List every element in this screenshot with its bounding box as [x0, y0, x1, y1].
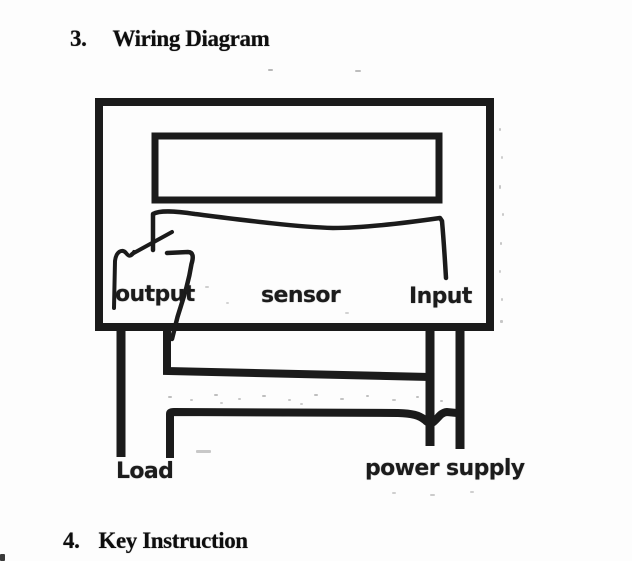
- terminal-label-sensor: sensor: [261, 283, 341, 308]
- scan-speck: [392, 399, 396, 401]
- scan-speck: [499, 270, 501, 273]
- scan-speck: [205, 286, 209, 288]
- section-heading-wiring-diagram: 3. Wiring Diagram: [70, 26, 270, 52]
- scan-speck: [288, 399, 291, 401]
- connection-label-power-supply: power supply: [365, 456, 525, 481]
- scan-speck: [366, 395, 369, 397]
- scan-speck: [416, 396, 419, 398]
- scan-speck: [499, 128, 501, 131]
- scan-speck: [314, 394, 318, 396]
- enclosure-outline: [95, 98, 494, 331]
- scribble-cross-stroke: [130, 230, 174, 256]
- scan-speck: [501, 156, 503, 159]
- scan-speck: [220, 402, 223, 404]
- output-scribble-wire: [112, 248, 136, 310]
- section-title: Key Instruction: [98, 528, 248, 553]
- scan-speck: [500, 242, 502, 245]
- scan-speck: [340, 398, 344, 400]
- terminal-label-output: output: [115, 282, 195, 307]
- scan-speck: [392, 492, 396, 494]
- scan-speck: [501, 298, 503, 301]
- scan-speck: [226, 302, 229, 304]
- display-window: [151, 132, 443, 204]
- section-number: 4.: [63, 528, 80, 553]
- scan-speck: [345, 312, 349, 314]
- connection-label-load: Load: [116, 459, 174, 484]
- output-to-sensor-wire: [163, 326, 431, 381]
- load-to-input-wire: [166, 407, 463, 458]
- scan-speck: [502, 213, 504, 216]
- scan-speck: [168, 396, 172, 398]
- section-number: 3.: [70, 26, 87, 51]
- scan-speck: [214, 394, 218, 396]
- scan-speck: [500, 320, 503, 323]
- scan-speck: [238, 398, 241, 400]
- sensor-jumper-wire: [150, 209, 449, 281]
- scan-speck: [499, 185, 501, 189]
- section-title: Wiring Diagram: [112, 26, 270, 51]
- scan-speck: [440, 400, 443, 402]
- scan-speck: [190, 399, 193, 401]
- scan-speck: [300, 403, 303, 405]
- output-hook-wire: [164, 249, 195, 342]
- scan-speck: [196, 450, 211, 453]
- terminal-label-input: Input: [409, 284, 472, 309]
- scan-speck: [355, 70, 361, 72]
- scan-speck: [470, 491, 474, 493]
- section-heading-key-instruction: 4. Key Instruction: [63, 528, 248, 554]
- scan-speck: [268, 69, 273, 71]
- scan-speck: [262, 395, 266, 397]
- scan-speck: [0, 554, 5, 561]
- scan-speck: [430, 494, 435, 496]
